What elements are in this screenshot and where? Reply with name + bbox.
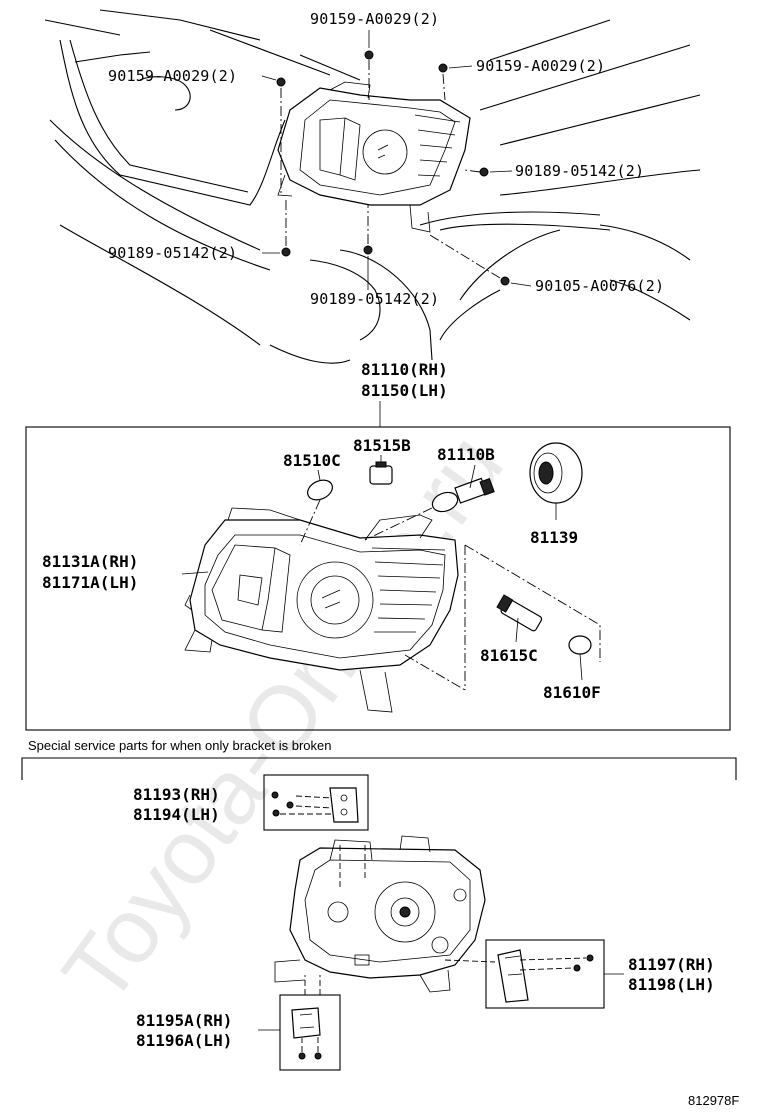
label-bracket-left-lh: 81196A(LH) [136,1031,232,1050]
assembly-box [25,426,731,731]
label-turn-bulb: 81610F [543,683,601,702]
vehicle-body-outline [44,9,701,364]
label-socket: 81515B [353,436,411,455]
label-bolt-top-center: 90159-A0029(2) [310,10,439,28]
screw-icon [573,964,581,972]
label-housing-lh: 81171A(LH) [42,573,138,592]
screw-icon [586,954,594,962]
headlamp-rear-view [274,835,496,993]
bolt-icon [364,50,374,60]
label-assembly-lh: 81150(LH) [361,381,448,400]
bracket-top [263,774,369,831]
screw-icon [271,791,279,799]
label-turn-socket: 81615C [480,646,538,665]
cap-icon [529,442,583,520]
turn-bulb-icon [568,635,592,681]
service-note: Special service parts for when only brac… [28,738,331,753]
turn-socket-icon [404,544,601,691]
bolt-icon [276,77,286,87]
label-bulb-small: 81510C [283,451,341,470]
bracket-right [485,939,605,1009]
screw-icon [363,245,373,255]
screw-icon [298,1052,306,1060]
label-bracket-right-rh: 81197(RH) [628,955,715,974]
bolt-icon [500,276,510,286]
screw-icon [479,167,489,177]
socket-icon [369,455,393,485]
top-fasteners [276,50,510,286]
label-bulb-main: 81110B [437,445,495,464]
label-housing-rh: 81131A(RH) [42,552,138,571]
screw-icon [314,1052,322,1060]
label-cap: 81139 [530,528,578,547]
bracket-left [279,975,341,1071]
diagram-code: 812978F [688,1093,739,1108]
bolt-icon [438,63,448,73]
label-bolt-top-right: 90159-A0029(2) [476,57,605,75]
bulb-small-icon [299,479,333,546]
bulb-main-icon [364,464,495,541]
label-bolt-lower-right: 90105-A0076(2) [535,277,664,295]
label-screw-left: 90189-05142(2) [108,244,237,262]
service-bracket-frame [21,757,737,780]
headlamp-installed [277,81,471,233]
label-bracket-right-lh: 81198(LH) [628,975,715,994]
label-bracket-left-rh: 81195A(RH) [136,1011,232,1030]
label-assembly-rh: 81110(RH) [361,360,448,379]
screw-icon [272,809,280,817]
label-bracket-top-rh: 81193(RH) [133,785,220,804]
label-bracket-top-lh: 81194(LH) [133,805,220,824]
label-bolt-top-left: 90159-A0029(2) [108,67,237,85]
label-screw-right: 90189-05142(2) [515,162,644,180]
headlamp-housing [184,507,459,713]
screw-icon [286,801,294,809]
screw-icon [281,247,291,257]
label-screw-bottom: 90189-05142(2) [310,290,439,308]
